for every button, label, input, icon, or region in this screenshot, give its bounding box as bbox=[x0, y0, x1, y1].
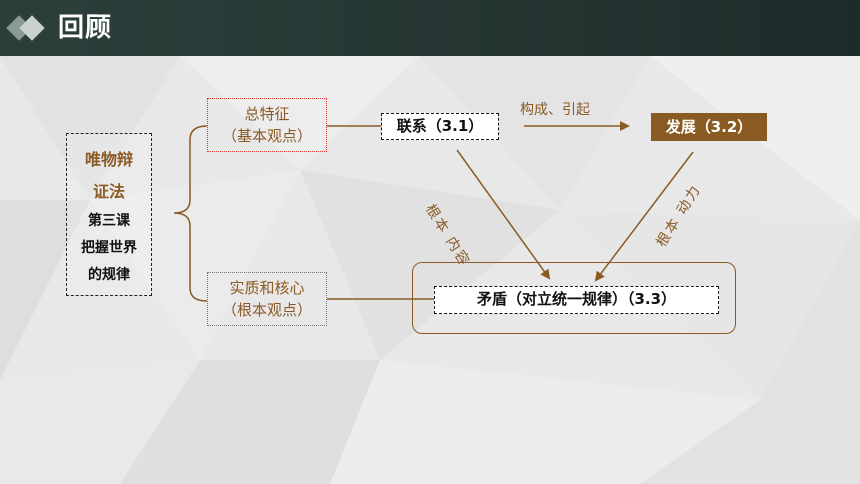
root-line-4: 把握世界 bbox=[81, 240, 137, 256]
root-line-2: 证法 bbox=[92, 182, 125, 201]
page-title: 回顾 bbox=[58, 13, 113, 43]
header-bar: 回顾 bbox=[0, 0, 860, 56]
branch-bottom-line-2: （根本观点） bbox=[221, 301, 312, 319]
branch-top-line-1: 总特征 bbox=[244, 105, 290, 123]
branch-general-feature: 总特征 （基本观点） bbox=[207, 98, 327, 152]
root-line-5: 的规律 bbox=[88, 267, 130, 283]
node-maodun-frame bbox=[412, 262, 736, 334]
node-lianxi: 联系（3.1） bbox=[381, 113, 499, 140]
root-line-3: 第三课 bbox=[88, 213, 130, 229]
arrow-fazhan-maodun bbox=[594, 151, 694, 282]
branch-top-line-2: （基本观点） bbox=[221, 127, 312, 145]
edge-label-lianxi-fazhan: 构成、引起 bbox=[520, 102, 590, 118]
branch-bottom-line-1: 实质和核心 bbox=[229, 279, 305, 297]
branch-essence-core: 实质和核心 （根本观点） bbox=[207, 272, 327, 326]
node-maodun: 矛盾（对立统一规律）（3.3） bbox=[434, 286, 719, 314]
root-topic-box: 唯物辩 证法 第三课 把握世界 的规律 bbox=[66, 133, 152, 296]
brace bbox=[173, 125, 208, 302]
root-line-1: 唯物辩 bbox=[84, 150, 133, 169]
node-fazhan: 发展（3.2） bbox=[651, 113, 767, 141]
arrow-lianxi-maodun bbox=[456, 149, 551, 280]
